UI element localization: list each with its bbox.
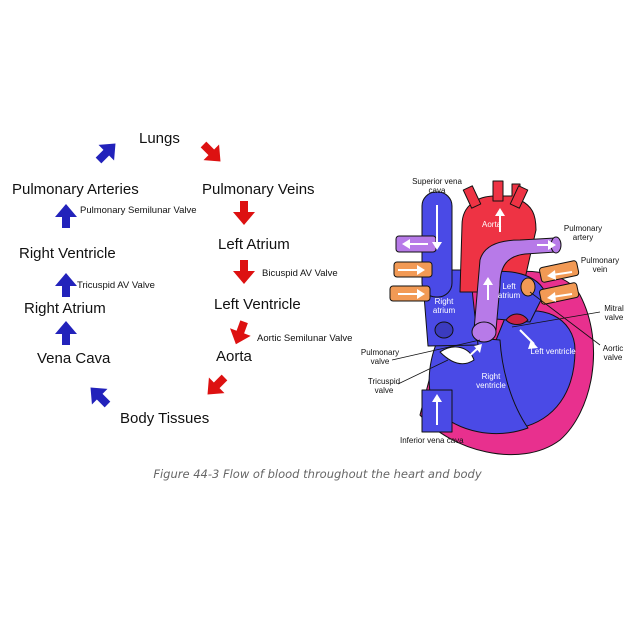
label-tricuspid-av-valve: Tricuspid AV Valve [77,280,155,291]
label-lungs: Lungs [139,130,180,147]
heart-label-aortic-valve: Aortic valve [602,344,624,362]
label-vena-cava: Vena Cava [37,350,111,367]
heart-label-pulmonary-artery: Pulmonary artery [563,224,603,242]
heart-label-mitral-valve: Mitral valve [604,304,624,322]
heart-label-tricuspid-valve: Tricuspid valve [367,377,401,395]
aorta-branch-right [509,185,529,209]
label-aortic-semilunar-valve: Aortic Semilunar Valve [257,333,353,344]
label-pulmonary-arteries: Pulmonary Arteries [12,181,139,198]
label-right-atrium: Right Atrium [24,300,106,317]
mitral-valve-shape [505,313,529,325]
heart-aorta [459,181,537,293]
heart-label-pulmonary-vein: Pulmonary vein [580,256,620,274]
label-left-ventricle: Left Ventricle [214,296,301,313]
internal-flow-arrows [398,205,573,425]
label-right-ventricle: Right Ventricle [19,245,116,262]
septum-dot [434,321,454,339]
heart-label-left-atrium: Left atrium [497,282,521,300]
figure-caption: Figure 44-3 Flow of blood throughout the… [153,467,482,481]
heart-label-aorta: Aorta [482,220,502,229]
label-left-atrium: Left Atrium [218,236,290,253]
label-pulmonary-veins: Pulmonary Veins [202,181,315,198]
aorta-branch-mid [492,180,504,202]
heart-label-right-ventricle: Right ventricle [476,372,506,390]
pulmonary-valve-shape [471,321,497,343]
heart-label-pulmonary-valve: Pulmonary valve [360,348,400,366]
label-pulmonary-semilunar-valve: Pulmonary Semilunar Valve [80,205,197,216]
label-aorta: Aorta [216,348,252,365]
pulmonary-vein-right-1 [539,260,580,283]
leader-lines [391,291,601,385]
label-bicuspid-av-valve: Bicuspid AV Valve [262,268,338,279]
label-body-tissues: Body Tissues [120,410,210,427]
heart-label-right-atrium: Right atrium [432,297,456,315]
aorta-branch-left [462,185,482,209]
aortic-valve-shape [520,277,536,297]
heart-label-left-ventricle: Left ventricle [530,347,576,356]
heart-label-inferior-vena-cava: Inferior vena cava [400,436,464,445]
heart-label-superior-vena-cava: Superior vena cava [412,177,462,195]
